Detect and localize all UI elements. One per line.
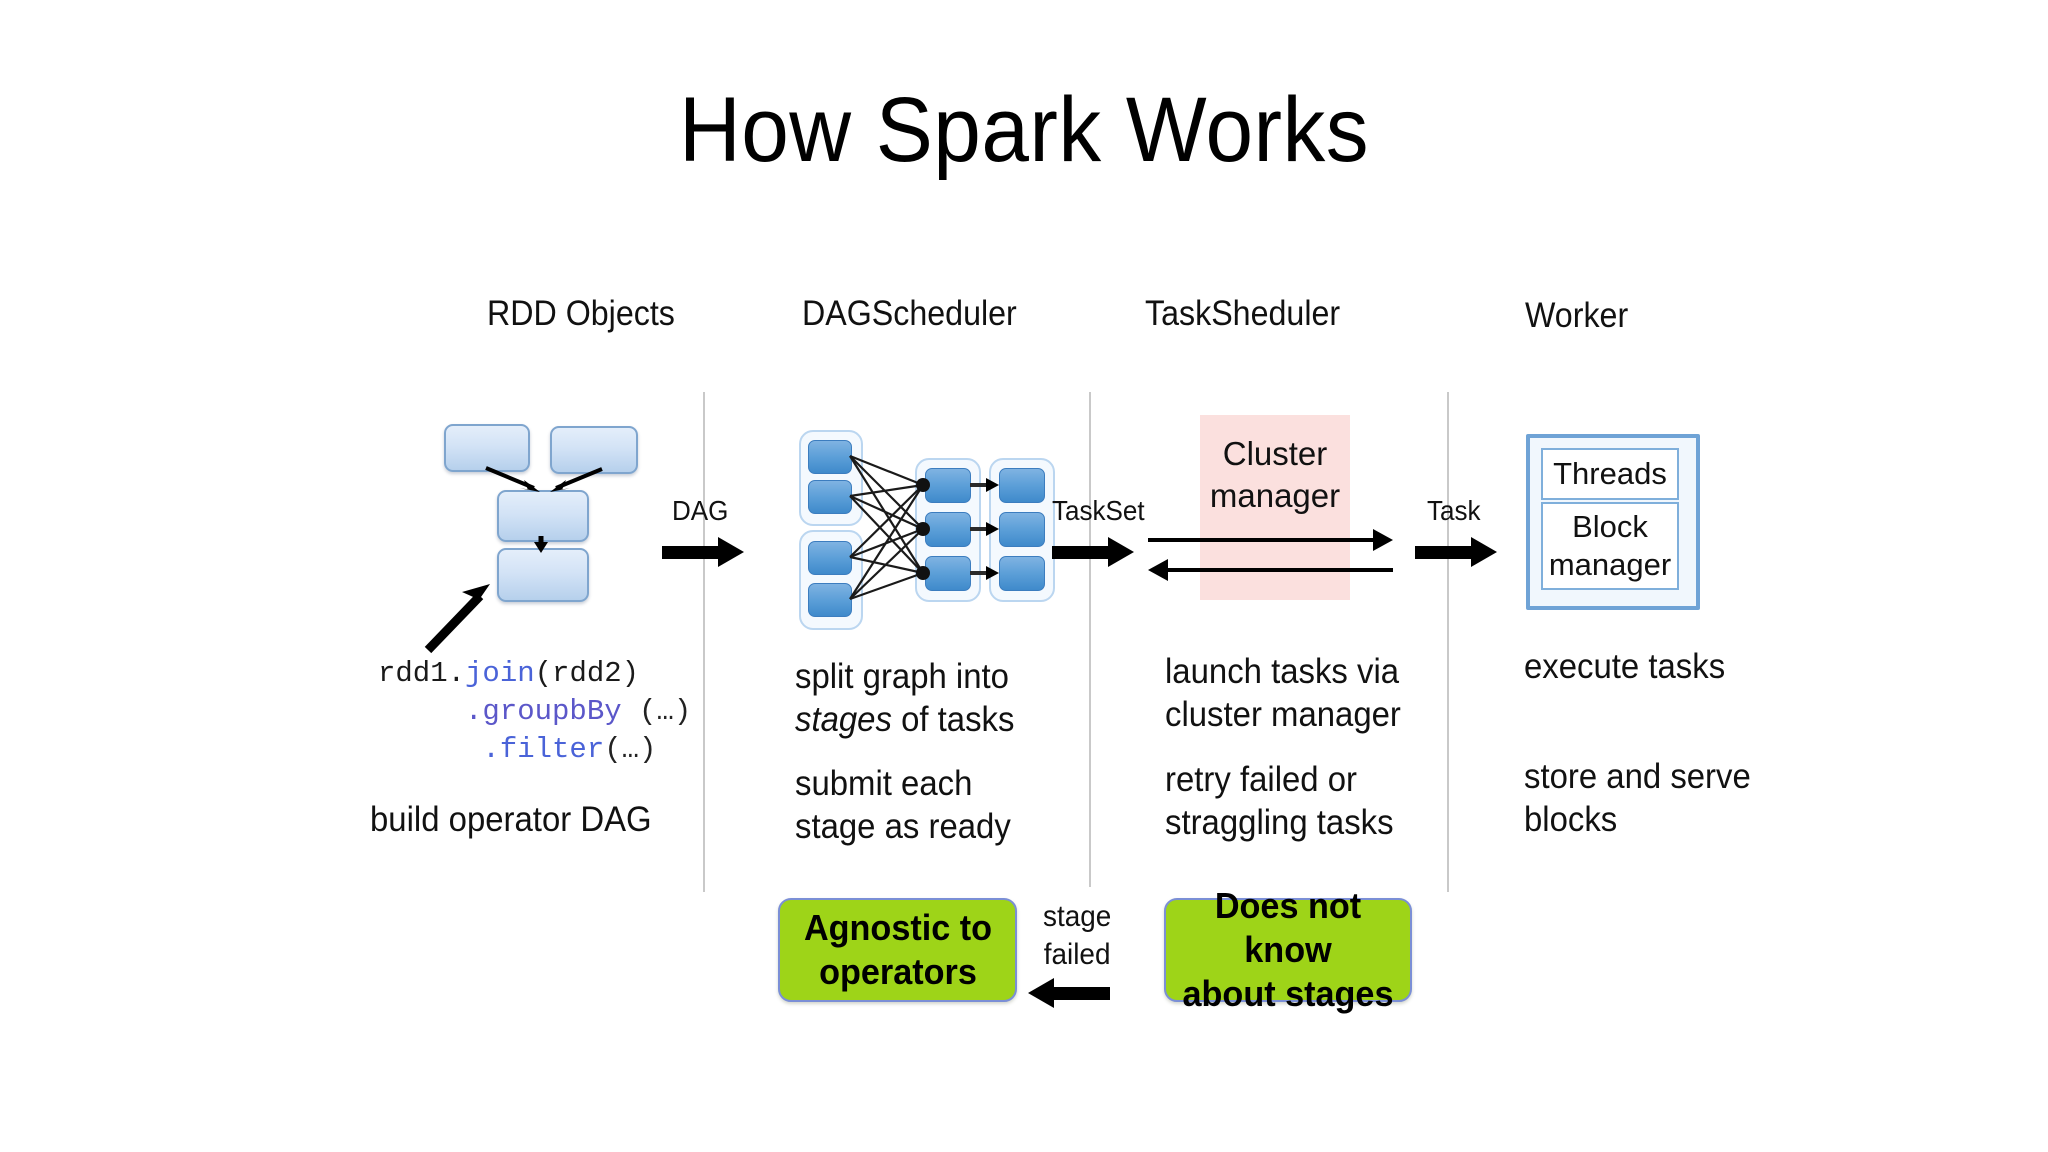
dag-node-4a <box>999 468 1045 503</box>
cluster-manager-label: Cluster manager <box>1209 435 1341 514</box>
column-header-task-scheduler: TaskSheduler <box>1145 294 1341 333</box>
dag-node-4b <box>999 512 1045 547</box>
cluster-manager-box: Cluster manager <box>1200 415 1350 600</box>
callout-does-not-know-about-stages: Does not know about stages <box>1164 885 1412 1014</box>
worker-desc-1: execute tasks <box>1524 647 1726 686</box>
code-line-3: .filter(…) <box>482 733 657 766</box>
flow-arrow-stage-failed <box>1028 978 1110 1008</box>
page-title: How Spark Works <box>678 79 1370 181</box>
cluster-manager-line-out <box>1148 538 1373 542</box>
column-header-dag-scheduler: DAGScheduler <box>802 294 1017 333</box>
rdd-code-snippet: rdd1.join(rdd2) .groupbBy (…) .filter(…) <box>378 655 691 769</box>
dag-node-1a <box>808 440 852 474</box>
worker-desc-2: store and serve blocks <box>1524 757 1751 839</box>
callout-agnostic-to-operators: Agnostic to operators <box>778 898 1017 1002</box>
flow-label-task: Task <box>1427 495 1481 526</box>
code-line-2: .groupbBy (…) <box>465 695 692 728</box>
task-scheduler-desc-2: retry failed or straggling tasks <box>1165 760 1394 842</box>
divider-rdd-dag <box>703 392 705 892</box>
flow-arrow-taskset <box>1052 537 1134 567</box>
dag-scheduler-desc-2: submit each stage as ready <box>795 764 1011 846</box>
flow-label-taskset: TaskSet <box>1052 495 1145 526</box>
worker-box: Threads Block manager <box>1526 434 1700 610</box>
rdd-arrow-join-to-result <box>531 536 555 554</box>
dag-desc-emphasis: stages <box>795 700 892 739</box>
task-scheduler-desc-1: launch tasks via cluster manager <box>1165 652 1401 734</box>
flow-arrow-task <box>1415 537 1497 567</box>
dag-node-3c <box>925 556 971 591</box>
flow-label-stage-failed: stage failed <box>1043 900 1112 971</box>
rdd-box-join <box>497 490 589 542</box>
column-header-rdd-objects: RDD Objects <box>487 294 675 333</box>
rdd-arrow-left-to-join <box>484 466 554 498</box>
flow-arrow-dag <box>662 537 744 567</box>
worker-block-manager-cell: Block manager <box>1541 502 1679 590</box>
column-header-worker: Worker <box>1525 296 1629 335</box>
cluster-manager-line-in <box>1168 568 1393 572</box>
rdd-box-top-left <box>444 424 530 472</box>
cluster-manager-arrowhead-left <box>1148 559 1168 581</box>
dag-node-2b <box>808 583 852 617</box>
worker-threads-cell: Threads <box>1541 448 1679 500</box>
dag-node-2a <box>808 541 852 575</box>
dag-node-1b <box>808 480 852 514</box>
flow-label-dag: DAG <box>672 495 729 526</box>
divider-task-worker <box>1447 392 1449 892</box>
dag-scheduler-desc-1: split graph into stages of tasks <box>795 657 1015 739</box>
cluster-manager-arrowhead-right <box>1373 529 1393 551</box>
divider-dag-task <box>1089 392 1091 887</box>
rdd-arrow-right-to-join <box>540 466 610 498</box>
rdd-caption: build operator DAG <box>370 800 652 839</box>
dag-node-4c <box>999 556 1045 591</box>
callout-agnostic-label: Agnostic to operators <box>803 907 992 992</box>
callout-no-stages-label: Does not know about stages <box>1182 885 1394 1014</box>
rdd-pointer-arrow <box>418 578 508 658</box>
code-line-1: rdd1.join(rdd2) <box>378 657 640 690</box>
